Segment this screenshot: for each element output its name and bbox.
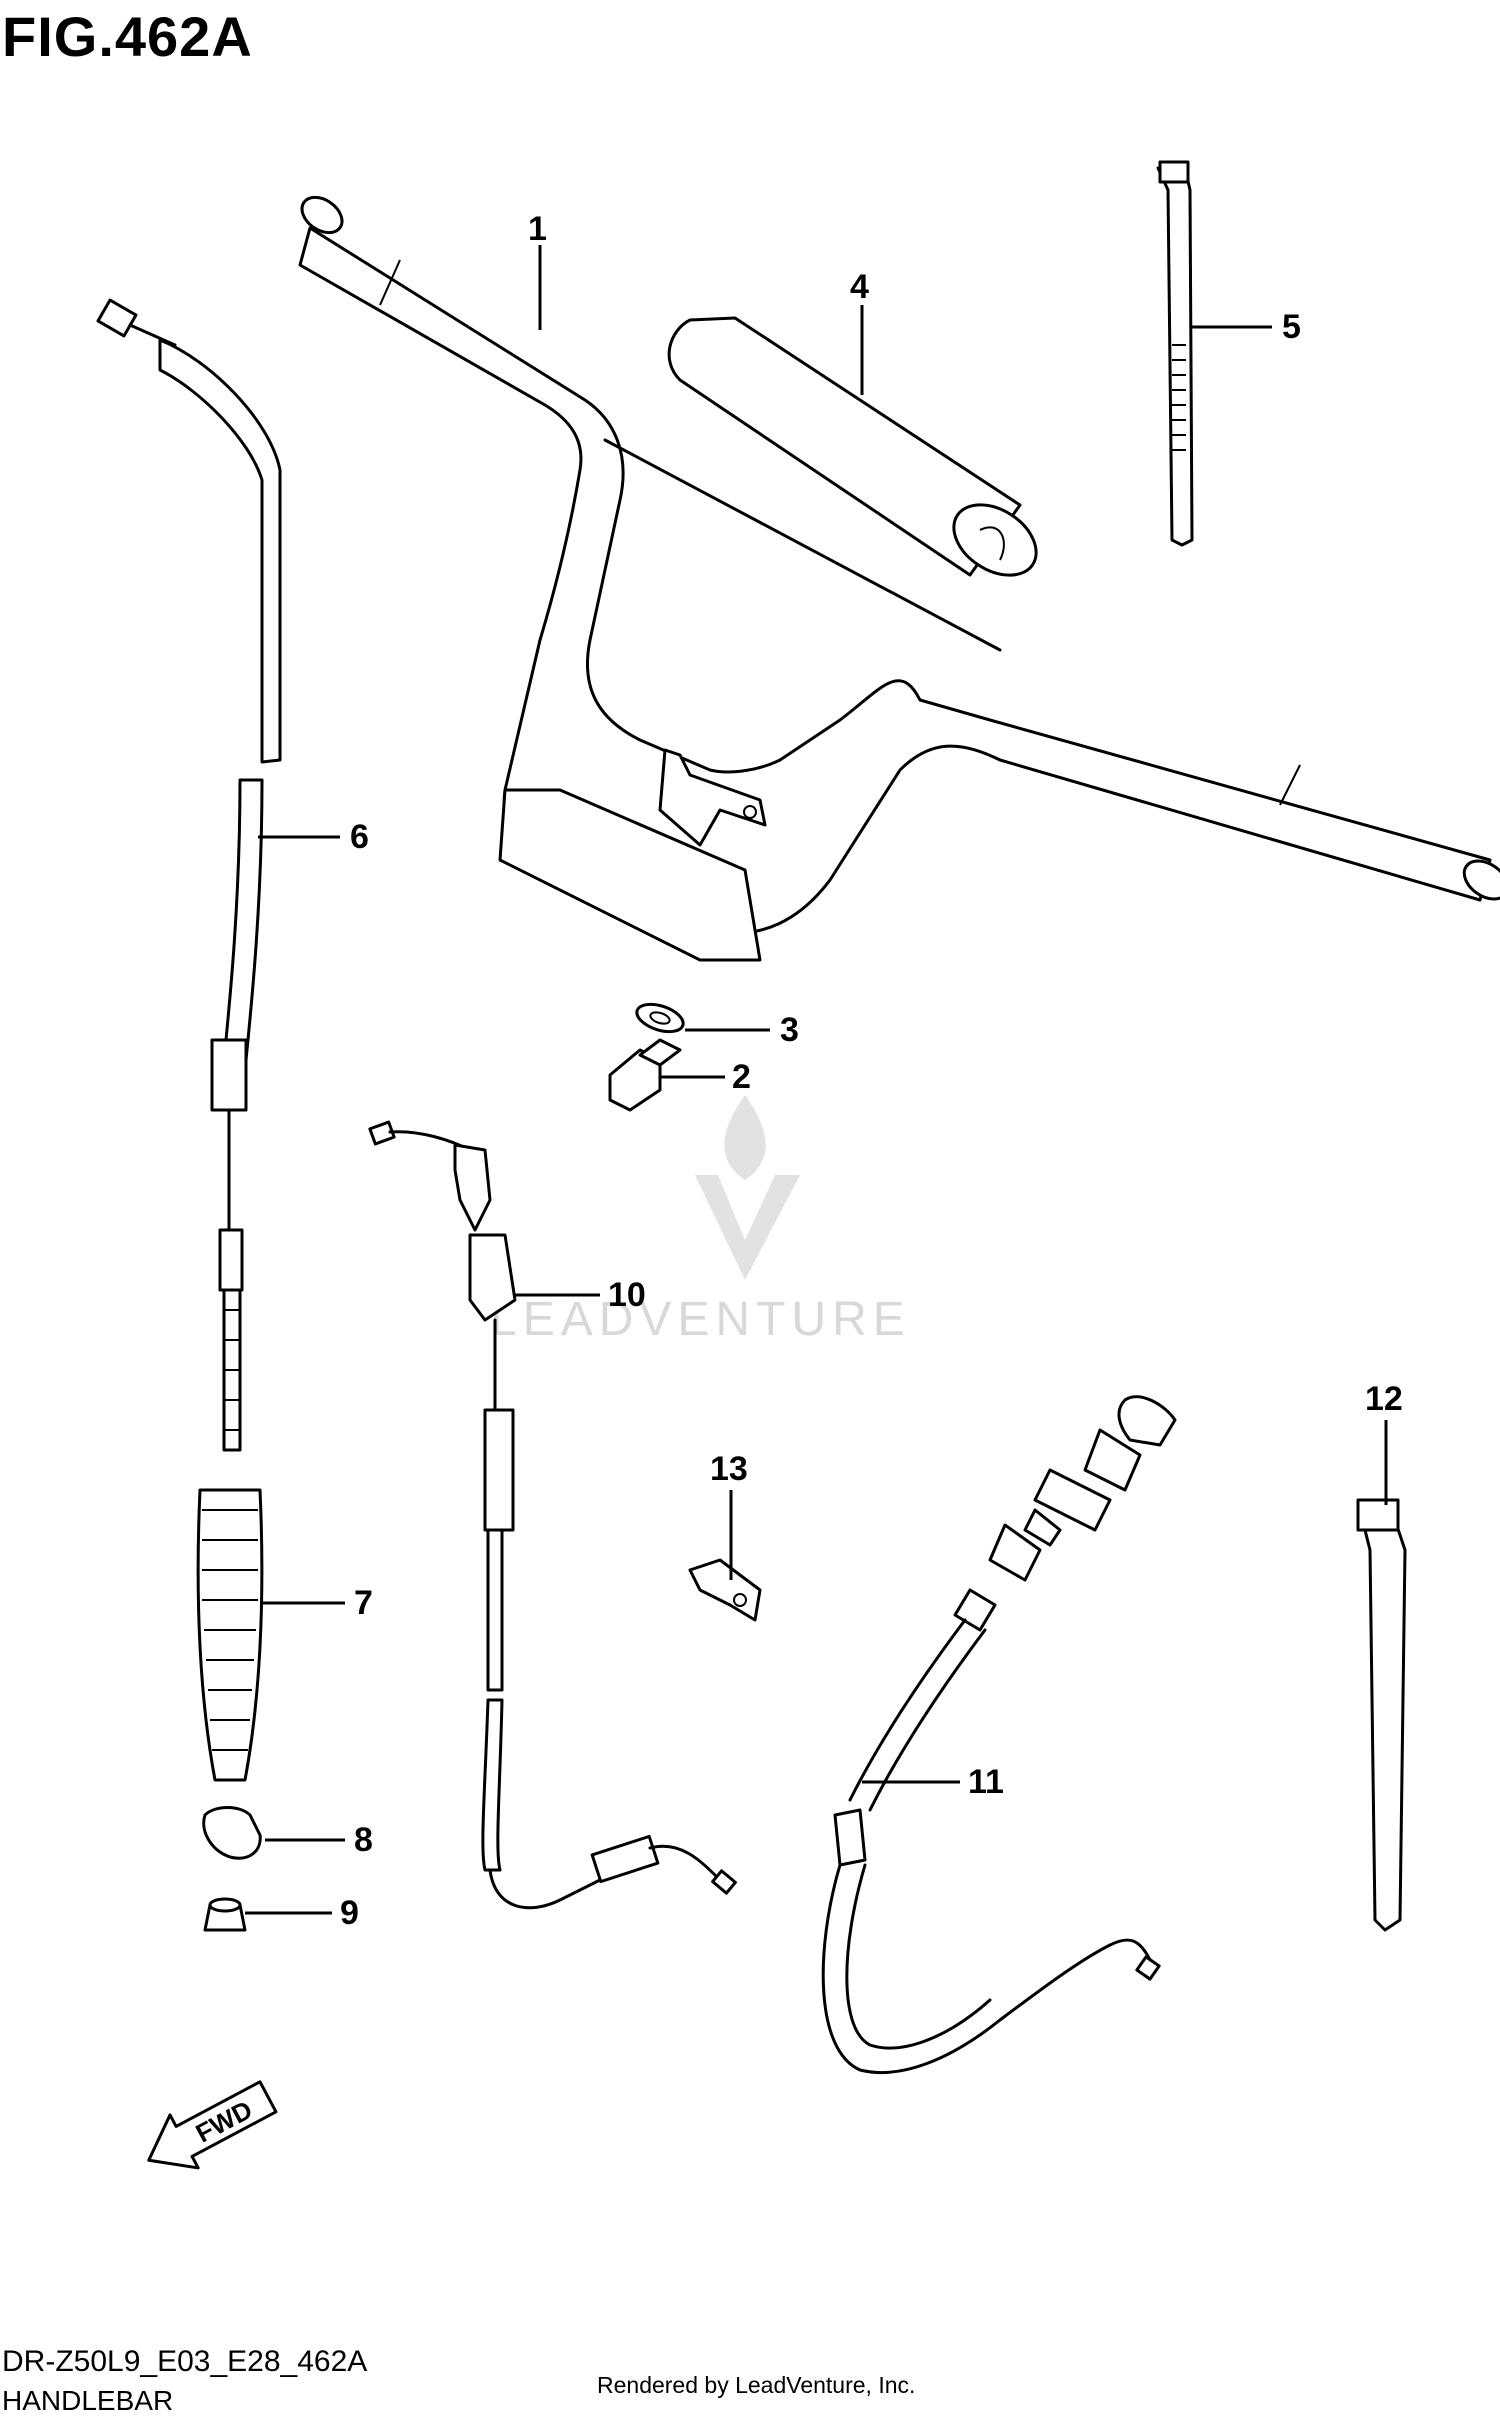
svg-text:11: 11: [968, 1763, 1004, 1801]
callout-6: 6: [258, 818, 369, 856]
callout-12: 12: [1365, 1380, 1403, 1505]
callout-2: 2: [660, 1058, 751, 1096]
callout-4: 4: [850, 268, 869, 395]
svg-text:5: 5: [1282, 308, 1301, 346]
svg-text:6: 6: [350, 818, 369, 856]
grommet-part[interactable]: [203, 1897, 247, 1932]
credit-text: Rendered by LeadVenture, Inc.: [597, 2372, 916, 2398]
choke-cable-part[interactable]: [821, 1395, 1177, 2075]
front-brake-cable-part[interactable]: [96, 298, 282, 1452]
svg-text:4: 4: [850, 268, 869, 306]
callout-3: 3: [685, 1011, 799, 1049]
bolt-part[interactable]: [608, 1038, 682, 1112]
leadventure-logo-icon: [695, 1095, 800, 1280]
callout-7: 7: [260, 1584, 373, 1622]
callout-5: 5: [1192, 308, 1301, 346]
handlebar-pad-part[interactable]: [667, 316, 1049, 590]
callout-8: 8: [265, 1821, 373, 1859]
svg-text:3: 3: [780, 1011, 799, 1049]
callout-13: 13: [710, 1450, 748, 1580]
figure-code: DR-Z50L9_E03_E28_462A: [2, 2345, 368, 2378]
svg-text:10: 10: [608, 1276, 646, 1314]
handlebar-part[interactable]: [295, 190, 1500, 962]
figure-title: FIG.462A: [2, 5, 253, 68]
svg-text:8: 8: [354, 1821, 373, 1859]
cap-part[interactable]: [202, 1806, 262, 1860]
cable-tie-2-part[interactable]: [1356, 1498, 1407, 1932]
clamp-part[interactable]: [688, 1558, 762, 1622]
washer-part[interactable]: [633, 999, 686, 1037]
svg-text:13: 13: [710, 1450, 748, 1488]
boot-part[interactable]: [196, 1488, 264, 1782]
callout-10: 10: [515, 1276, 646, 1314]
svg-text:7: 7: [354, 1584, 373, 1622]
callout-9: 9: [245, 1894, 359, 1932]
throttle-cable-part[interactable]: [368, 1120, 737, 1910]
cable-tie-part[interactable]: [1156, 160, 1194, 547]
svg-text:2: 2: [732, 1058, 751, 1096]
figure-name: HANDLEBAR: [2, 2385, 174, 2416]
svg-text:12: 12: [1365, 1380, 1403, 1418]
fwd-arrow-icon: FWD: [147, 2080, 278, 2170]
svg-text:1: 1: [528, 210, 547, 248]
callout-1: 1: [528, 210, 547, 330]
watermark-text: LEADVENTURE: [490, 1293, 911, 1346]
callout-11: 11: [862, 1763, 1004, 1801]
svg-text:9: 9: [340, 1894, 359, 1932]
